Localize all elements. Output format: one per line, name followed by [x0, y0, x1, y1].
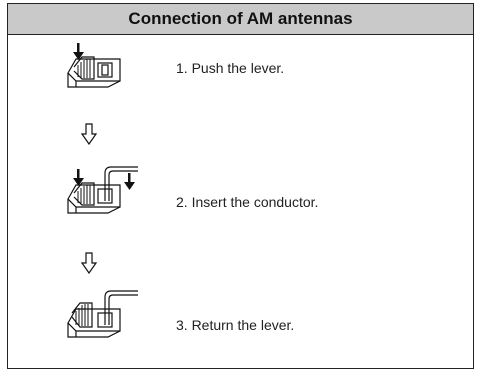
down-arrow-icon [81, 123, 97, 145]
terminal-lever-returned-icon [67, 290, 138, 338]
instruction-panel: Connection of AM antennas 1. Push the le… [7, 3, 474, 369]
step-3-text: 3. Return the lever. [176, 317, 295, 333]
page-title: Connection of AM antennas [128, 9, 353, 28]
step-1-text: 1. Push the lever. [176, 60, 285, 76]
title-bar: Connection of AM antennas [8, 4, 473, 35]
down-arrow-icon [81, 252, 97, 274]
terminal-lever-pushed-icon [67, 43, 121, 88]
step-2-text: 2. Insert the conductor. [176, 194, 319, 210]
terminal-insert-conductor-icon [67, 166, 138, 214]
